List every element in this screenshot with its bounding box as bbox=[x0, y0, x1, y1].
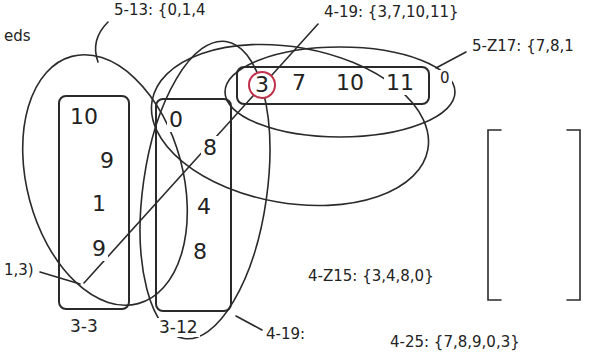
annotation: 4-25: {7,8,9,0,3} bbox=[388, 334, 522, 351]
set-box: 109193-3 bbox=[58, 95, 130, 310]
bracket bbox=[567, 130, 580, 300]
annotation: 5-Z17: {7,8,1 bbox=[470, 38, 576, 55]
pitch-class: 11 bbox=[384, 71, 416, 95]
pitch-class: 0 bbox=[167, 108, 185, 132]
pitch-class: 10 bbox=[68, 105, 100, 129]
annotation: 1,3) bbox=[2, 262, 36, 279]
set-name: 3-12 bbox=[157, 318, 200, 337]
pitch-class: 8 bbox=[201, 136, 219, 160]
annotation: 4-Z15: {3,4,8,0} bbox=[306, 268, 436, 285]
leader-line bbox=[436, 52, 466, 68]
annotation: eds bbox=[2, 28, 33, 45]
set-name: 3-3 bbox=[68, 317, 100, 336]
set-box: 37 10 11 bbox=[236, 66, 430, 105]
annotation: 0 bbox=[438, 70, 452, 87]
pitch-class: 3 bbox=[248, 71, 276, 99]
bracket bbox=[488, 130, 501, 300]
pitch-class: 1 bbox=[90, 192, 108, 216]
annotation: 5-13: {0,1,4 bbox=[112, 2, 208, 19]
pitch-class: 9 bbox=[98, 149, 116, 173]
annotation: 4-19: {3,7,10,11} bbox=[322, 4, 461, 21]
pitch-class: 9 bbox=[90, 237, 108, 261]
pitch-class: 7 bbox=[290, 71, 308, 95]
set-loop bbox=[225, 47, 455, 137]
pitch-class: 4 bbox=[195, 195, 213, 219]
leader-line bbox=[84, 24, 318, 283]
set-box: 08483-12 bbox=[155, 98, 232, 312]
set-loop bbox=[0, 36, 213, 324]
leader-line bbox=[40, 272, 80, 284]
set-loop bbox=[123, 33, 288, 347]
annotation: 4-19: bbox=[264, 326, 307, 343]
pitch-class: 8 bbox=[191, 240, 209, 264]
leader-line bbox=[96, 22, 108, 62]
pitch-class: 10 bbox=[334, 71, 366, 95]
leader-line bbox=[236, 316, 262, 330]
